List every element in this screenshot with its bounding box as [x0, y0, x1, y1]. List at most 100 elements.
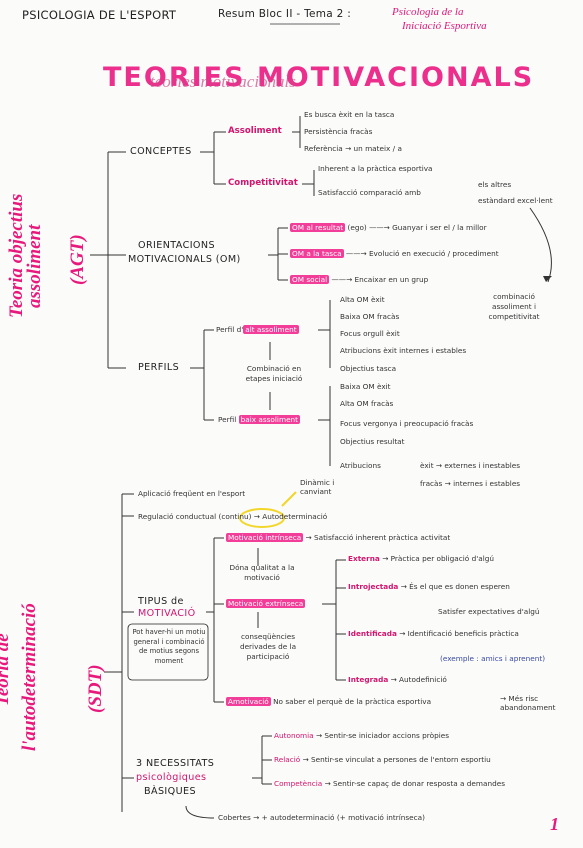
atribucions-exit: èxit → externes i inestables: [420, 461, 521, 470]
assoliment-label: Assoliment: [228, 126, 282, 136]
om-social-desc: ——→ Encaixar en un grup: [331, 275, 429, 284]
sdt-vertical-1: Teoria de: [0, 633, 13, 706]
externa-desc: → Pràctica per obligació d'algú: [382, 554, 494, 563]
intrinseca-desc: → Satisfacció inherent pràctica activita…: [305, 533, 451, 542]
introjectada-label: Introjectada: [348, 582, 399, 591]
combinacio-mid-note: Combinació en etapes iniciació: [245, 364, 303, 383]
extrinseca-highlight: Motivació extrínseca: [226, 599, 306, 608]
alt-item-1: Alta OM èxit: [340, 295, 385, 304]
alt-item-5: Objectius tasca: [340, 364, 397, 373]
relacio-label: Relació: [274, 755, 301, 764]
baix-item-1: Baixa OM èxit: [340, 382, 391, 391]
baix-item-3: Focus vergonya i preocupació fracàs: [340, 419, 474, 428]
om-item-2: OM a la tasca ——→ Evolució en execució /…: [290, 249, 499, 258]
om-item-1: OM al resultat (ego) ——→ Guanyar i ser e…: [290, 223, 487, 232]
integrada-label: Integrada: [348, 675, 389, 684]
identificada-item: Identificada → Identificació beneficis p…: [348, 629, 519, 638]
necessitats-label-3: BÀSIQUES: [144, 786, 196, 797]
sdt-vertical-3: (SDT): [85, 664, 106, 713]
topic-line-2: Iniciació Esportiva: [402, 20, 487, 32]
autonomia-item: Autonomia → Sentir-se iniciador accions …: [274, 731, 449, 740]
externa-item: Externa → Pràctica per obligació d'algú: [348, 554, 494, 563]
baix-item-4: Objectius resultat: [340, 437, 405, 446]
amotivacio-item: Amotivació No saber el perquè de la pràc…: [226, 697, 431, 706]
page-title: TEORIES MOTIVACIONALS: [103, 62, 535, 93]
combinacio-right-note: combinació assoliment i competitivitat: [488, 292, 540, 321]
abandonament-note: → Més risc abandonament: [500, 694, 556, 712]
baix-item-2: Alta OM fracàs: [340, 399, 394, 408]
continu-text: (continu): [218, 512, 252, 521]
necessitats-label-1: 3 NECESSITATS: [136, 758, 215, 769]
conseq-note: conseqüències derivades de la participac…: [239, 632, 297, 661]
atribucions-fracas: fracàs → internes i estables: [420, 479, 521, 488]
competencia-item: Competència → Sentir-se capaç de donar r…: [274, 779, 505, 788]
relacio-item: Relació → Sentir-se vinculat a persones …: [274, 755, 491, 764]
relacio-desc: → Sentir-se vinculat a persones de l'ent…: [302, 755, 491, 764]
sdt-vertical-2: l'autodeterminació: [19, 603, 40, 751]
integrada-item: Integrada → Autodefinició: [348, 675, 447, 684]
page-number: 1: [550, 814, 559, 834]
course-title: PSICOLOGIA DE L'ESPORT: [22, 8, 177, 22]
altres-label: els altres: [478, 180, 512, 189]
om-social-highlight: OM social: [290, 275, 330, 284]
om-tasca-highlight: OM a la tasca: [290, 249, 344, 258]
dinamic-text: Dinàmic i canviant: [300, 478, 335, 496]
om-item-3: OM social ——→ Encaixar en un grup: [290, 275, 428, 284]
intrinseca-item: Motivació intrínseca → Satisfacció inher…: [226, 533, 450, 542]
identificada-desc: → Identificació beneficis pràctica: [399, 629, 519, 638]
assoliment-item-3: Referència → un mateix / a: [304, 144, 402, 153]
satisfer-note: Satisfer expectatives d'algú: [438, 607, 540, 616]
perfil-baix-prefix: Perfil: [218, 415, 237, 424]
alt-item-3: Focus orgull èxit: [340, 329, 400, 338]
competitivitat-label: Competitivitat: [228, 178, 298, 188]
competencia-desc: → Sentir-se capaç de donar resposta a de…: [324, 779, 506, 788]
om-resultat-desc: (ego) ——→ Guanyar i ser el / la millor: [347, 223, 487, 232]
qualitat-note: Dóna qualitat a la motivació: [229, 563, 295, 582]
assoliment-item-1: Es busca èxit en la tasca: [304, 110, 395, 119]
amotivacio-desc: No saber el perquè de la pràctica esport…: [273, 697, 432, 706]
page-title-shadow: teories motivacionals: [150, 72, 296, 91]
perfil-alt-highlight: alt assoliment: [243, 325, 299, 334]
om-tasca-desc: ——→ Evolució en execució / procediment: [345, 249, 499, 258]
competitivitat-item-1: Inherent a la pràctica esportiva: [318, 164, 433, 173]
exemple-note: (exemple : amics i aprenent): [440, 654, 546, 663]
perfil-baix: Perfil baix assoliment: [218, 415, 301, 424]
regulacio-text: Regulació conductual (continu) → Autodet…: [138, 512, 327, 521]
introjectada-item: Introjectada → És el que es donen espere…: [348, 582, 510, 591]
perfils-label: PERFILS: [138, 362, 180, 373]
tipus-label-2: MOTIVACIÓ: [138, 608, 196, 619]
estandard-label: estàndard excel·lent: [478, 196, 553, 205]
perfil-alt-prefix: Perfil d': [216, 325, 244, 334]
aplicacio-text: Aplicació freqüent en l'esport: [138, 489, 246, 498]
amotivacio-highlight: Amotivació: [226, 697, 271, 706]
externa-label: Externa: [348, 554, 380, 563]
conceptes-label: CONCEPTES: [130, 146, 192, 157]
cobertes-note: Cobertes → + autodeterminació (+ motivac…: [218, 813, 425, 822]
perfil-baix-highlight: baix assoliment: [238, 415, 301, 424]
autonomia-desc: → Sentir-se iniciador accions pròpies: [315, 731, 450, 740]
extrinseca-item: Motivació extrínseca: [226, 599, 306, 608]
alt-item-4: Atribucions èxit internes i estables: [340, 346, 467, 355]
intrinseca-highlight: Motivació intrínseca: [226, 533, 304, 542]
necessitats-label-2: psicològiques: [136, 772, 207, 783]
atribucions-label: Atribucions: [340, 461, 381, 470]
tipus-note-box: Pot haver-hi un motiu general i combinac…: [132, 628, 206, 665]
regulacio-prefix: Regulació conductual: [138, 512, 217, 521]
autonomia-label: Autonomia: [274, 731, 314, 740]
autodeterminacio-text: → Autodeterminació: [253, 512, 328, 521]
identificada-label: Identificada: [348, 629, 397, 638]
agt-vertical-3: (AGT): [67, 234, 88, 285]
introjectada-desc: → És el que es donen esperen: [400, 582, 510, 591]
agt-vertical-2: assoliment: [24, 224, 45, 308]
alt-item-2: Baixa OM fracàs: [340, 312, 400, 321]
resum-label: Resum Bloc II - Tema 2 :: [218, 8, 352, 20]
perfil-alt: Perfil d'alt assoliment: [216, 325, 299, 334]
orientacions-label-1: ORIENTACIONS: [138, 240, 215, 251]
om-resultat-highlight: OM al resultat: [290, 223, 346, 232]
tipus-label-1: TIPUS de: [138, 596, 184, 607]
orientacions-label-2: MOTIVACIONALS (OM): [128, 254, 241, 265]
assoliment-item-2: Persistència fracàs: [304, 127, 373, 136]
competitivitat-item-2: Satisfacció comparació amb: [318, 188, 421, 197]
competencia-label: Competència: [274, 779, 323, 788]
